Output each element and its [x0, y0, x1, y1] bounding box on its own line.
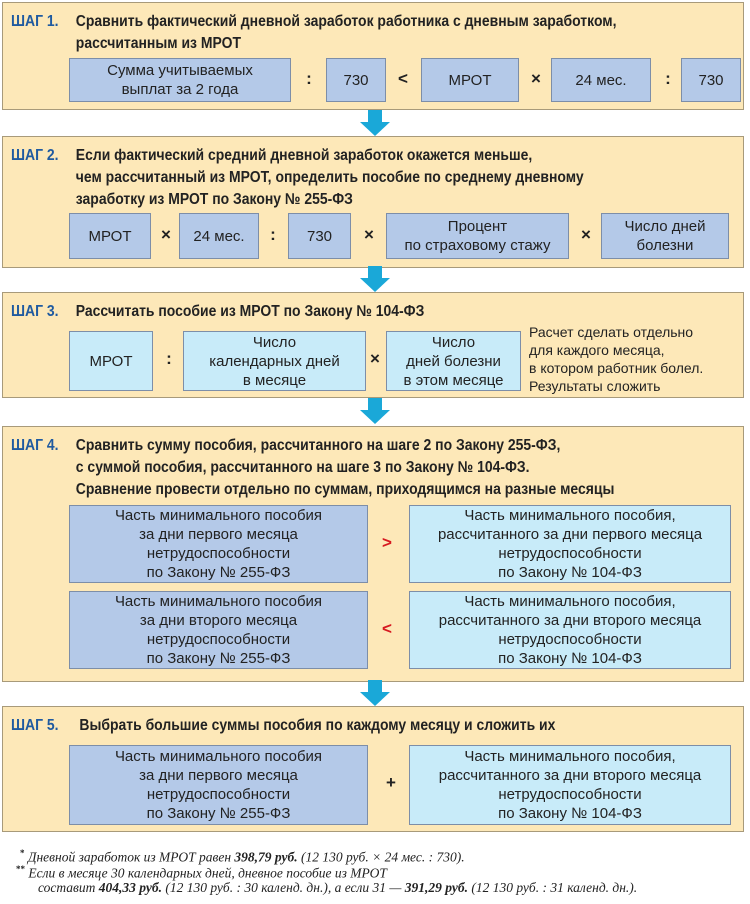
- arrow-down-icon: [360, 110, 390, 136]
- footnote-1: * Дневной заработок из МРОТ равен 398,79…: [20, 848, 465, 865]
- box-255fz-month-1: Часть минимального пособия за дни первог…: [69, 745, 368, 825]
- op-less: <: [382, 619, 392, 638]
- step-title: Сравнить фактический дневной заработок р…: [75, 13, 617, 52]
- op-multiply: ×: [370, 349, 380, 368]
- box-104fz-month-2: Часть минимального пособия, рассчитанног…: [409, 745, 731, 825]
- box-mrot: МРОТ: [69, 331, 153, 391]
- op-divide: :: [166, 349, 172, 368]
- box-sick-days-month: Число дней болезни в этом месяце: [386, 331, 521, 391]
- step-title: Если фактический средний дневной заработ…: [75, 147, 584, 208]
- op-multiply: ×: [581, 225, 591, 244]
- op-multiply: ×: [531, 69, 541, 88]
- step-1: ШАГ 1. Сравнить фактический дневной зараб…: [2, 2, 744, 110]
- step-3: ШАГ 3. Рассчитать пособие из МРОТ по Зако…: [2, 292, 744, 398]
- step-3-note: Расчет сделать отдельно для каждого меся…: [529, 324, 704, 394]
- op-divide: :: [270, 225, 276, 244]
- footnote-2-cont: составит 404,33 руб. (12 130 руб. : 30 к…: [38, 880, 638, 895]
- box-mrot: МРОТ: [421, 58, 519, 102]
- step-label: ШАГ 1.: [11, 13, 59, 30]
- box-calendar-days: Число календарных дней в месяце: [183, 331, 366, 391]
- arrow-down-icon: [360, 680, 390, 706]
- step-label: ШАГ 3.: [11, 303, 59, 320]
- footnote-2: ** Если в месяце 30 календарных дней, дн…: [16, 864, 387, 881]
- box-255fz-month-2: Часть минимального пособия за дни второг…: [69, 591, 368, 669]
- box-730: 730: [288, 213, 351, 259]
- box-sick-days: Число дней болезни: [601, 213, 729, 259]
- box-104fz-month-2: Часть минимального пособия, рассчитанног…: [409, 591, 731, 669]
- step-4: ШАГ 4. Сравнить сумму пособия, рассчитанн…: [2, 426, 744, 682]
- step-label: ШАГ 5.: [11, 717, 59, 734]
- step-label: ШАГ 2.: [11, 147, 59, 164]
- op-multiply: ×: [364, 225, 374, 244]
- box-24-months: 24 мес.: [179, 213, 259, 259]
- box-104fz-month-1: Часть минимального пособия, рассчитанног…: [409, 505, 731, 583]
- op-plus: +: [386, 773, 396, 792]
- box-730: 730: [326, 58, 386, 102]
- arrow-down-icon: [360, 398, 390, 424]
- arrow-down-icon: [360, 266, 390, 292]
- step-title: Выбрать большие суммы пособия по каждому…: [79, 717, 556, 734]
- step-5: ШАГ 5. Выбрать большие суммы пособия по к…: [2, 706, 744, 832]
- box-insurance-percent: Процент по страховому стажу: [386, 213, 569, 259]
- op-less: <: [398, 69, 408, 88]
- step-title: Рассчитать пособие из МРОТ по Закону № 1…: [75, 303, 425, 320]
- box-payments-2-years: Сумма учитываемых выплат за 2 года: [69, 58, 291, 102]
- box-mrot: МРОТ: [69, 213, 151, 259]
- op-greater: >: [382, 533, 392, 552]
- step-label: ШАГ 4.: [11, 437, 59, 454]
- op-divide: :: [665, 69, 671, 88]
- op-multiply: ×: [161, 225, 171, 244]
- box-24-months: 24 мес.: [551, 58, 651, 102]
- box-255fz-month-1: Часть минимального пособия за дни первог…: [69, 505, 368, 583]
- step-2: ШАГ 2. Если фактический средний дневной з…: [2, 136, 744, 268]
- box-730: 730: [681, 58, 741, 102]
- step-title: Сравнить сумму пособия, рассчитанного на…: [75, 437, 615, 498]
- op-divide: :: [306, 69, 312, 88]
